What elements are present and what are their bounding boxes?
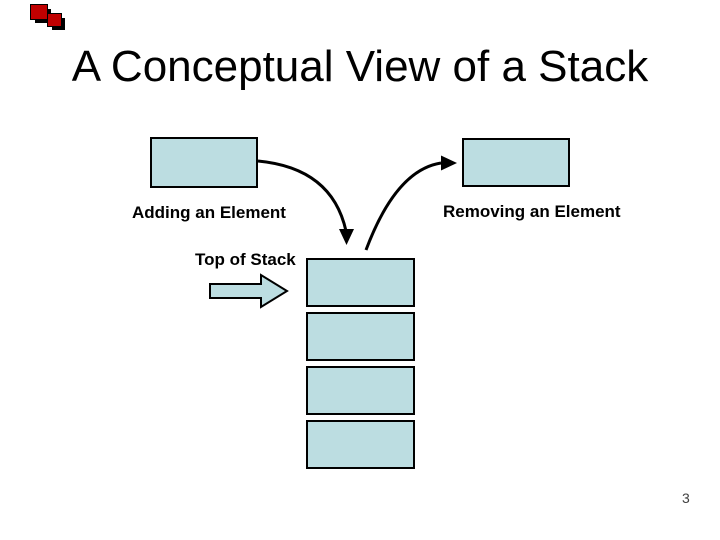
corner-red-square-icon: [47, 13, 62, 27]
removed-element-box: [462, 138, 570, 187]
stack-cell: [306, 258, 415, 307]
slide-title: A Conceptual View of a Stack: [71, 42, 649, 91]
stack-cell: [306, 420, 415, 469]
top-of-stack-label: Top of Stack: [195, 250, 296, 269]
stack-cell: [306, 366, 415, 415]
adding-an-element-label: Adding an Element: [132, 203, 286, 222]
block-right-arrow-icon: [209, 273, 289, 309]
new-element-box: [150, 137, 258, 188]
corner-red-square-icon: [30, 4, 48, 20]
page-number: 3: [682, 490, 690, 506]
stack-cell: [306, 312, 415, 361]
stack: [306, 258, 415, 469]
removing-an-element-label: Removing an Element: [443, 202, 621, 221]
